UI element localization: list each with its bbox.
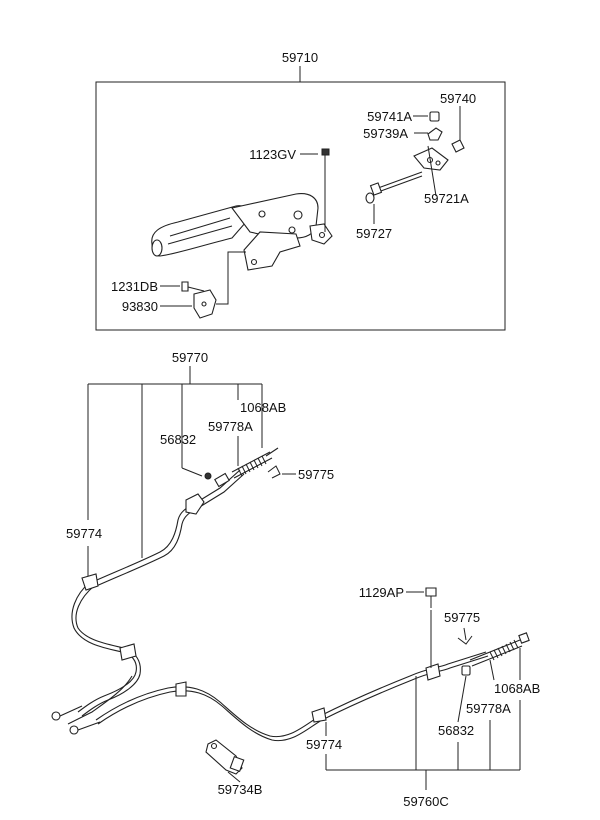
bracket-93830: 93830 — [122, 251, 246, 319]
callout-59770: 59770 — [172, 350, 208, 365]
rear-cable-group: 1129AP 59775 1068AB 59778A 56832 59774 5… — [95, 585, 540, 809]
bolt-1123gv: 1123GV — [249, 147, 330, 232]
callout-59778A-lower: 59778A — [466, 701, 511, 716]
callout-1231DB: 1231DB — [111, 279, 158, 294]
front-cable-group: 59770 1068AB 59778A 56832 59774 5 — [51, 350, 334, 735]
callout-59774-upper: 59774 — [66, 526, 102, 541]
nut-59741a: 59741A — [367, 109, 440, 124]
callout-59775-lower: 59775 — [444, 610, 480, 625]
callout-59727: 59727 — [356, 226, 392, 241]
callout-1129AP: 1129AP — [359, 585, 404, 600]
callout-59760C: 59760C — [403, 794, 449, 809]
screw-59740: 59740 — [440, 91, 476, 153]
callout-59775-upper: 59775 — [298, 467, 334, 482]
lever-assembly-group: 59710 1123GV — [95, 50, 506, 331]
bolt-1231db: 1231DB — [111, 279, 205, 294]
callout-1123GV: 1123GV — [249, 147, 296, 162]
clip-59739a: 59739A — [363, 126, 428, 141]
callout-93830: 93830 — [122, 299, 158, 314]
callout-59710: 59710 — [282, 50, 318, 65]
bracket-59734b: 59734B — [205, 739, 263, 797]
rod-59727: 59727 — [356, 171, 423, 241]
switch-bracket-59721a: 59721A — [413, 127, 469, 206]
callout-59739A: 59739A — [363, 126, 408, 141]
callout-59774-lower: 59774 — [306, 737, 342, 752]
parking-brake-lever — [151, 193, 333, 271]
bolt-1129ap: 1129AP — [359, 585, 437, 668]
callout-59721A: 59721A — [424, 191, 469, 206]
callout-1068AB-upper: 1068AB — [240, 400, 286, 415]
callout-1068AB-lower: 1068AB — [494, 681, 540, 696]
callout-59740: 59740 — [440, 91, 476, 106]
callout-59778A-upper: 59778A — [208, 419, 253, 434]
callout-56832-upper: 56832 — [160, 432, 196, 447]
callout-59734B: 59734B — [218, 782, 263, 797]
callout-59741A: 59741A — [367, 109, 412, 124]
callout-56832-lower: 56832 — [438, 723, 474, 738]
